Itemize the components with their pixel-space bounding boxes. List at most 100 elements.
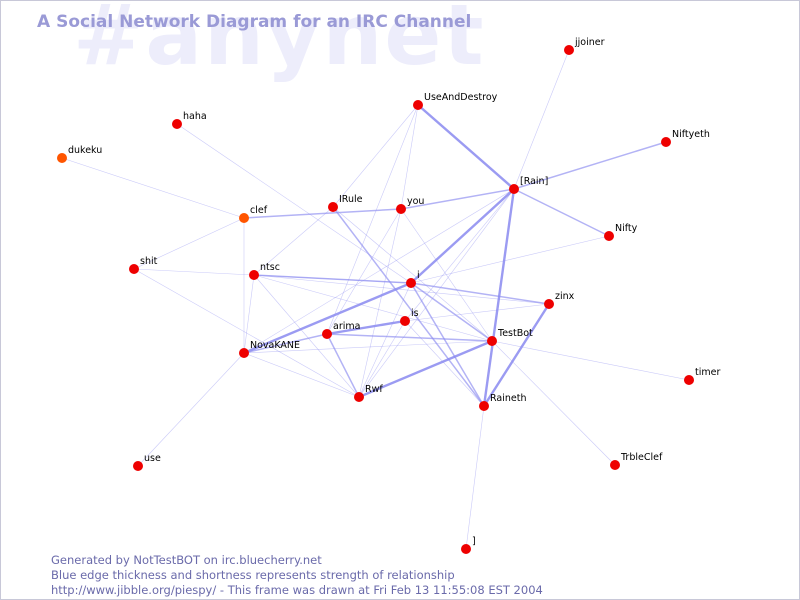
node-ntsc: ntsc — [249, 262, 280, 280]
edge-Rain-Rwf — [358, 188, 515, 398]
edge-NovaKANE-use — [137, 352, 245, 467]
node-dot-arima — [322, 329, 332, 339]
edge-Rain-Raineth — [482, 188, 516, 407]
node-dot-you — [396, 204, 406, 214]
edge-clef-you — [243, 208, 402, 219]
node-dot-TrbleClef — [610, 460, 620, 470]
edge-Rain-NovaKANE — [243, 188, 515, 354]
node-you: you — [396, 196, 424, 214]
edge-i-NovaKANE — [243, 281, 412, 355]
edge-jjoiner-Rain — [513, 49, 570, 190]
node-clef: clef — [239, 205, 268, 223]
node-dot-Raineth — [479, 401, 489, 411]
node-timer: timer — [684, 367, 720, 385]
edge-UseAndDestroy-arima — [326, 104, 419, 335]
node-dukeku: dukeku — [57, 145, 102, 163]
edge-TestBot-timer — [491, 340, 690, 381]
node-label-i: i — [417, 270, 420, 281]
node-IRule: IRule — [328, 194, 363, 212]
node-TrbleClef: TrbleClef — [610, 452, 663, 470]
channel-watermark: #anynet — [73, 0, 486, 84]
node-label-Raineth: Raineth — [490, 393, 526, 404]
edge-is-zinx — [404, 303, 550, 322]
node-bracket: ] — [461, 536, 476, 554]
node-label-is: is — [411, 308, 419, 319]
node-label-timer: timer — [695, 367, 720, 378]
node-jjoiner: jjoiner — [564, 37, 605, 55]
node-dot-NovaKANE — [239, 348, 249, 358]
node-dot-haha — [172, 119, 182, 129]
node-Raineth: Raineth — [479, 393, 526, 411]
footer-url-timestamp: http://www.jibble.org/piespy/ - This fra… — [51, 583, 543, 597]
node-label-UseAndDestroy: UseAndDestroy — [424, 92, 498, 103]
edge-i-Rwf — [358, 282, 412, 398]
edge-NovaKANE-Rwf — [243, 352, 360, 398]
edge-Raineth-bracket — [465, 405, 485, 550]
edge-Rain-i — [410, 188, 515, 284]
node-label-Niftyeth: Niftyeth — [672, 129, 710, 140]
footer-legend-note: Blue edge thickness and shortness repres… — [51, 568, 455, 582]
node-label-Nifty: Nifty — [615, 223, 638, 234]
node-label-haha: haha — [183, 111, 207, 122]
node-TestBot: TestBot — [487, 328, 533, 346]
node-dot-Nifty — [604, 231, 614, 241]
node-UseAndDestroy: UseAndDestroy — [413, 92, 498, 110]
node-dot-i — [406, 278, 416, 288]
node-dot-is — [400, 316, 410, 326]
node-label-clef: clef — [250, 205, 268, 216]
node-label-you: you — [407, 196, 424, 207]
edge-haha-i — [176, 123, 412, 284]
edge-arima-TestBot — [326, 333, 493, 342]
node-label-ntsc: ntsc — [260, 262, 280, 273]
edge-dukeku-clef — [61, 157, 245, 219]
node-label-dukeku: dukeku — [68, 145, 102, 156]
edge-Rain-you — [400, 188, 515, 210]
edge-i-Nifty — [410, 235, 610, 284]
edge-you-arima — [326, 208, 402, 335]
edge-TestBot-NovaKANE — [243, 340, 493, 354]
edge-ntsc-zinx — [253, 274, 550, 305]
node-Niftyeth: Niftyeth — [661, 129, 710, 147]
node-label-zinx: zinx — [555, 291, 575, 302]
node-dot-jjoiner — [564, 45, 574, 55]
footer: Generated by NotTestBOT on irc.bluecherr… — [51, 553, 543, 598]
node-label-jjoiner: jjoiner — [574, 37, 605, 48]
edge-UseAndDestroy-IRule — [332, 104, 419, 208]
node-is: is — [400, 308, 419, 326]
node-dot-ntsc — [249, 270, 259, 280]
edge-ntsc-TestBot — [253, 274, 493, 342]
node-zinx: zinx — [544, 291, 575, 309]
edge-is-Raineth — [404, 320, 485, 407]
edge-shit-Rwf — [133, 268, 360, 398]
edge-IRule-Raineth — [332, 206, 485, 407]
node-dot-IRule — [328, 202, 338, 212]
node-dot-TestBot — [487, 336, 497, 346]
node-label-arima: arima — [333, 321, 360, 332]
edge-is-Rwf — [358, 320, 406, 398]
node-Nifty: Nifty — [604, 223, 638, 241]
edge-Rain-is — [404, 188, 515, 322]
node-label-Rain: [Rain] — [520, 176, 548, 187]
node-label-NovaKANE: NovaKANE — [250, 340, 300, 351]
edge-is-arima — [326, 319, 406, 336]
node-dot-zinx — [544, 299, 554, 309]
edge-you-TestBot — [400, 208, 493, 342]
edge-ntsc-Rwf — [253, 274, 360, 398]
edge-layer — [61, 49, 690, 550]
node-label-TestBot: TestBot — [497, 328, 533, 339]
node-shit: shit — [129, 256, 158, 274]
node-label-bracket: ] — [472, 536, 476, 547]
node-arima: arima — [322, 321, 360, 339]
edge-i-Raineth — [410, 282, 485, 407]
node-dot-bracket — [461, 544, 471, 554]
node-NovaKANE: NovaKANE — [239, 340, 300, 358]
edge-zinx-Raineth — [482, 303, 551, 407]
edge-ntsc-i — [253, 274, 412, 284]
edge-i-zinx — [410, 282, 550, 305]
edge-Niftyeth-Rain — [513, 141, 667, 190]
node-dot-shit — [129, 264, 139, 274]
node-label-IRule: IRule — [339, 194, 363, 205]
node-dot-Rain — [509, 184, 519, 194]
